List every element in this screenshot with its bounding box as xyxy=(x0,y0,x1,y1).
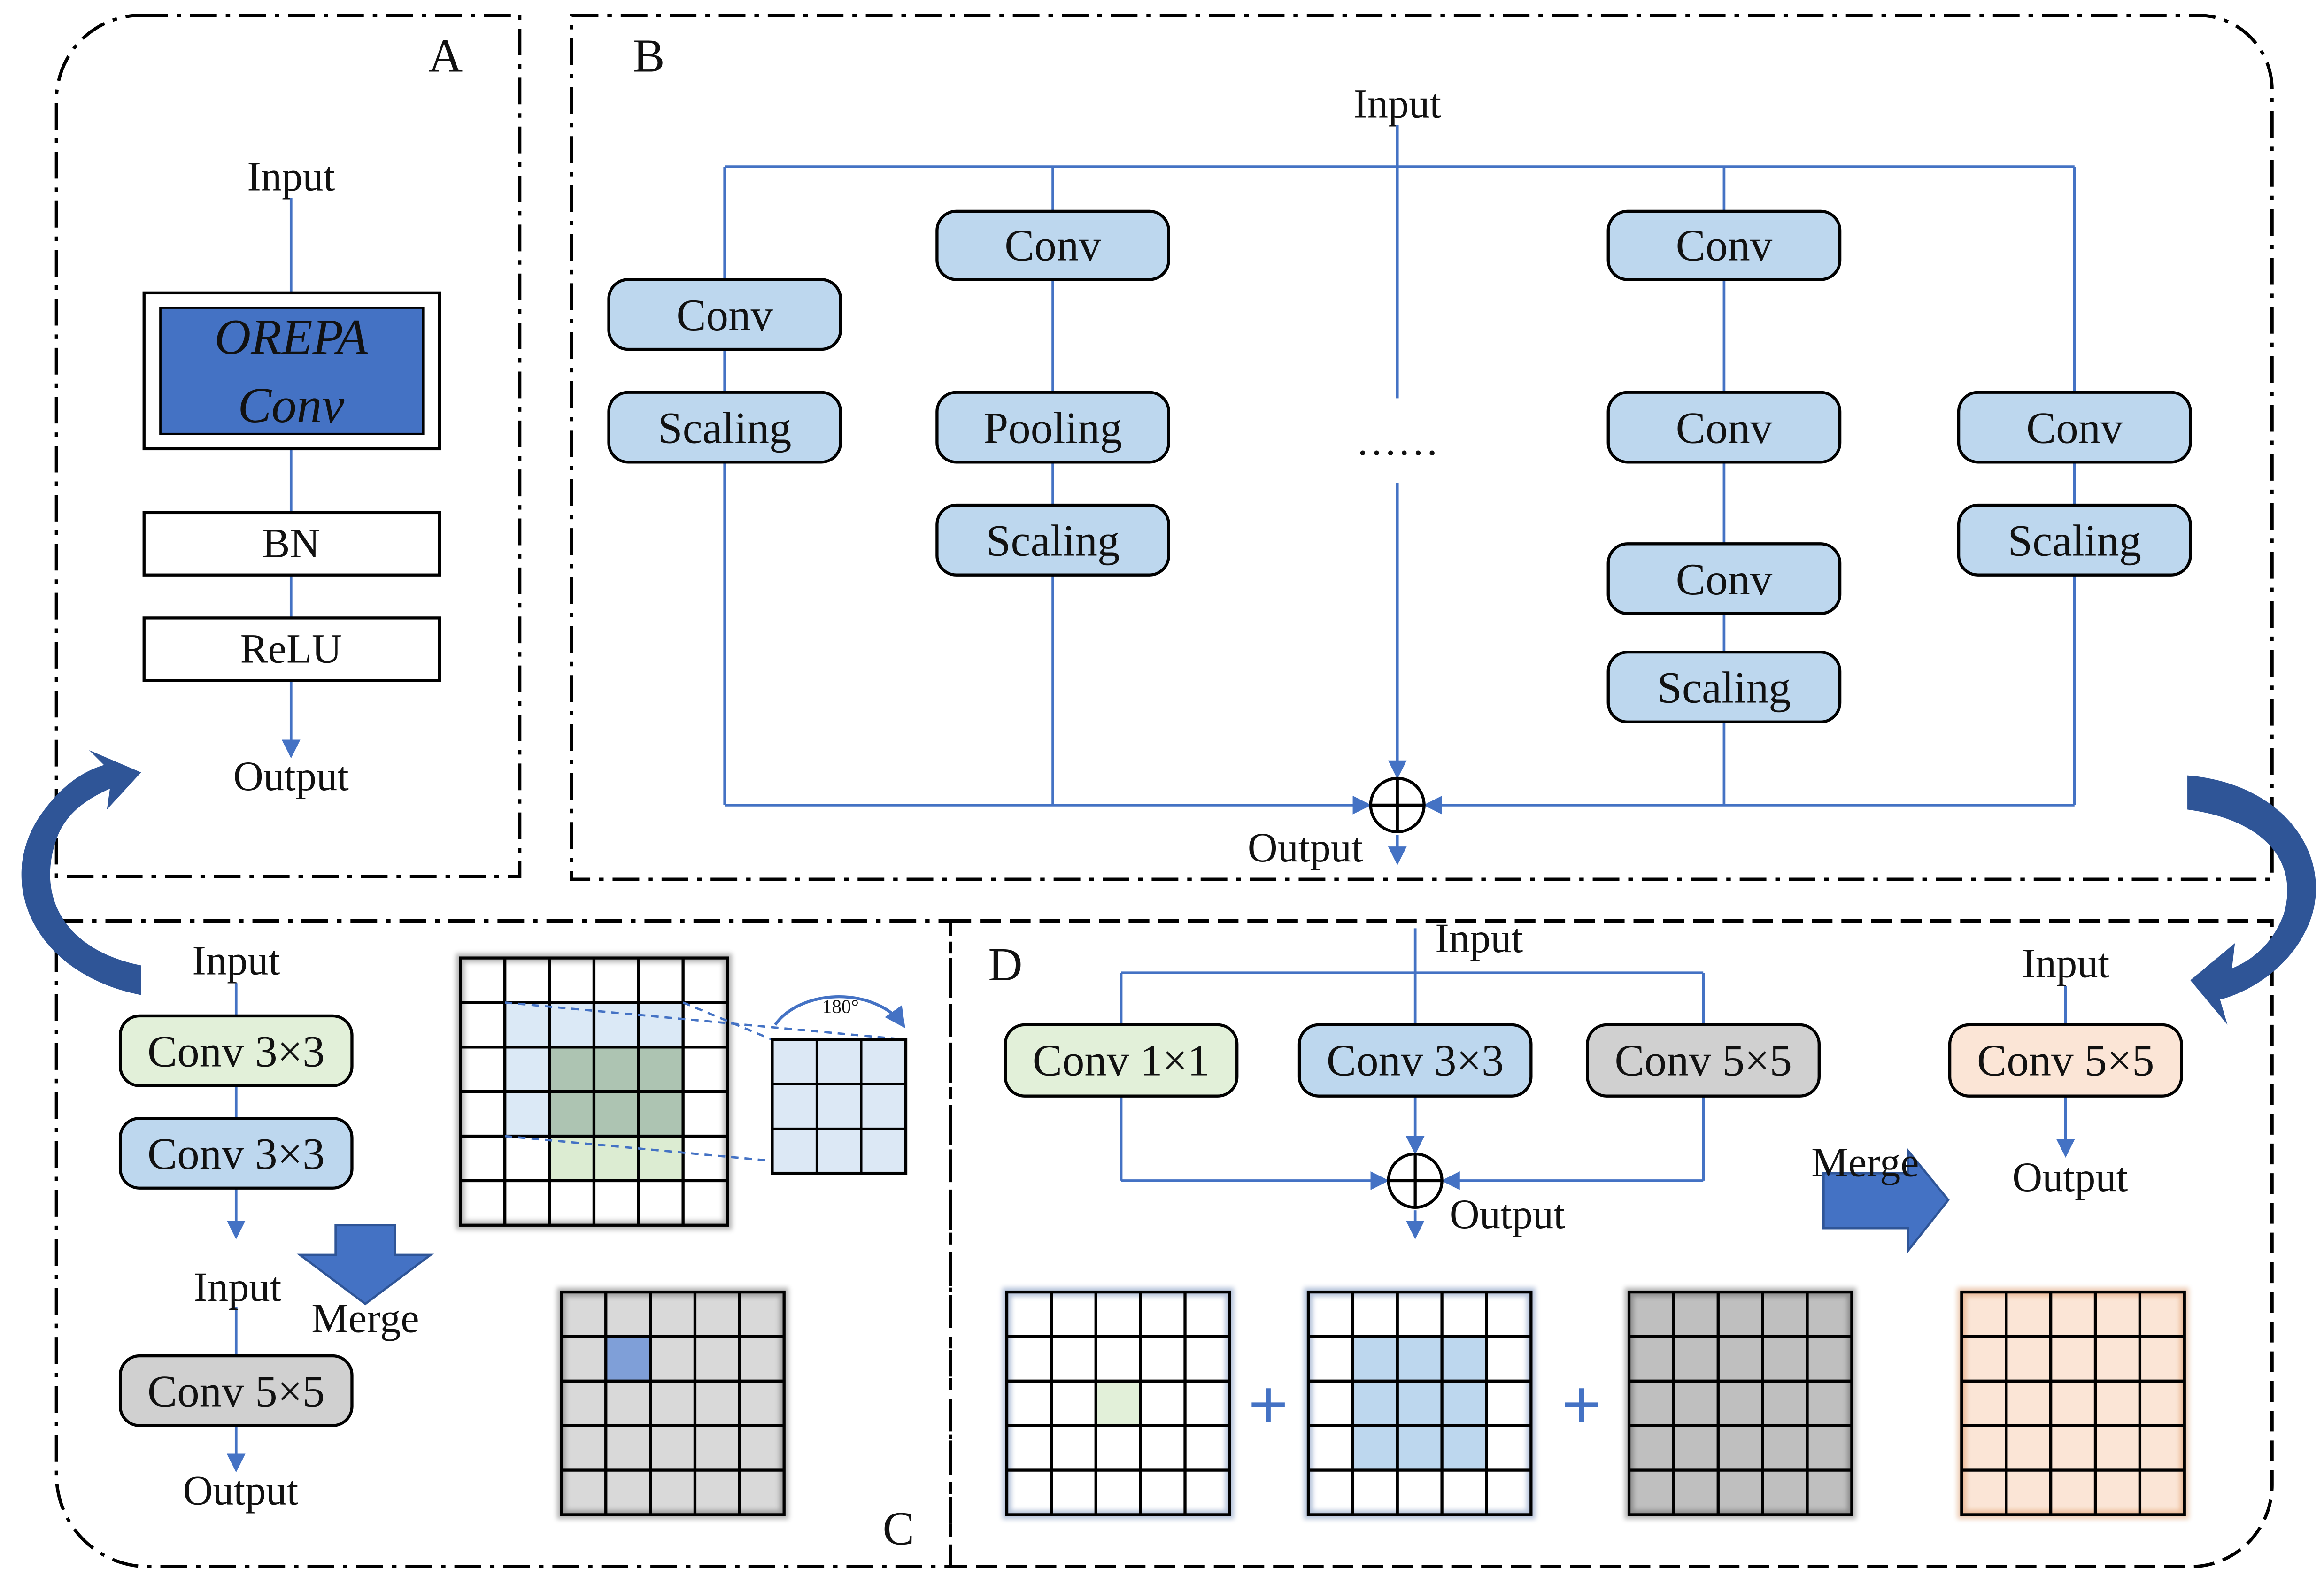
panel-d-output-right-label: Output xyxy=(2012,1154,2128,1200)
panel-d: D Input Conv 1×1 Conv 3×3 Conv 5×5 Out xyxy=(988,915,2189,1519)
panel-d-wires xyxy=(1120,928,2075,1239)
panel-c-output-label: Output xyxy=(183,1468,298,1514)
b2-scaling-label: Scaling xyxy=(986,516,1120,566)
sum-node-d xyxy=(1387,1152,1444,1209)
b5-conv-label: Conv xyxy=(2026,403,2123,453)
b4-conv3-label: Conv xyxy=(1676,554,1773,604)
b1-conv-box xyxy=(607,278,842,351)
b4-scaling-box xyxy=(1606,650,1842,723)
c-conv5-gray-box xyxy=(118,1354,354,1427)
panel-a-letter: A xyxy=(428,30,463,82)
plus-sign-2: + xyxy=(1561,1365,1602,1444)
panel-d-letter: D xyxy=(988,938,1022,991)
b4-conv1-box xyxy=(1606,209,1842,281)
plus-sign-1: + xyxy=(1248,1365,1289,1444)
d-conv1-box xyxy=(1004,1023,1239,1098)
panel-b-input-label: Input xyxy=(1353,81,1441,127)
b2-scaling-box xyxy=(935,503,1170,577)
d-conv1-label: Conv 1×1 xyxy=(1033,1035,1210,1085)
c-conv3-green-box xyxy=(118,1014,354,1087)
b2-pooling-box xyxy=(935,391,1170,464)
d-grid-1x1-padded xyxy=(1002,1287,1234,1519)
branch-ellipsis: …… xyxy=(1356,418,1439,464)
bn-label: BN xyxy=(262,521,320,567)
panel-a-output-label: Output xyxy=(233,753,349,800)
d-conv3-label: Conv 3×3 xyxy=(1327,1035,1504,1085)
panel-d-input-label: Input xyxy=(1435,915,1523,961)
panel-c: Input Conv 3×3 Conv 3×3 Input Merge Conv… xyxy=(118,938,914,1555)
panel-d-merge-label: Merge xyxy=(1811,1139,1919,1185)
b4-conv1-label: Conv xyxy=(1676,220,1773,270)
c-conv3-blue-label: Conv 3×3 xyxy=(147,1129,325,1179)
b5-scaling-box xyxy=(1957,503,2192,577)
transition-arrows xyxy=(21,750,2316,1025)
panel-c-border xyxy=(54,919,952,1568)
orepa-label-line1: OREPA xyxy=(215,309,369,365)
b1-scaling-label: Scaling xyxy=(658,403,792,453)
c-conv3-blue-box xyxy=(118,1116,354,1190)
d-conv5-box xyxy=(1586,1023,1821,1098)
panel-c-input-mid-label: Input xyxy=(194,1264,282,1310)
panel-a-border xyxy=(54,14,522,878)
merge-down-arrow xyxy=(296,1224,434,1306)
bn-box xyxy=(142,511,441,577)
c-conv5-gray-label: Conv 5×5 xyxy=(147,1367,325,1416)
d-grid-5x5-gray xyxy=(1624,1287,1856,1519)
b2-conv-box xyxy=(935,209,1170,281)
b1-conv-label: Conv xyxy=(676,290,773,340)
panel-a-input-label: Input xyxy=(247,154,335,200)
panel-d-border xyxy=(950,919,2274,1568)
panel-borders xyxy=(54,14,2274,1568)
c-merged-grid-5x5 xyxy=(556,1287,789,1519)
center-cell-highlight xyxy=(606,1336,651,1381)
d-grid-3x3-padded xyxy=(1304,1287,1536,1519)
relu-label: ReLU xyxy=(240,626,342,672)
c-kernel-3x3 xyxy=(771,1038,908,1175)
panel-d-output-label: Output xyxy=(1450,1192,1565,1238)
merge-right-arrow xyxy=(1822,1148,1950,1254)
relu-box xyxy=(142,616,441,682)
b5-conv-box xyxy=(1957,391,2192,464)
orepa-label-line2: Conv xyxy=(238,377,344,433)
panel-d-input-right-label: Input xyxy=(2022,941,2109,987)
panel-b-wires xyxy=(723,125,2076,866)
curved-arrow-b-to-d xyxy=(2187,775,2316,1025)
panel-b: B Input xyxy=(607,30,2192,871)
b4-conv3-box xyxy=(1606,542,1842,615)
d-conv5-label: Conv 5×5 xyxy=(1614,1035,1792,1085)
b4-scaling-label: Scaling xyxy=(1657,663,1791,713)
b2-pooling-label: Pooling xyxy=(983,403,1122,453)
c-conv3-green-label: Conv 3×3 xyxy=(147,1026,325,1076)
d-conv3-box xyxy=(1297,1023,1533,1098)
sum-node-b xyxy=(1369,776,1426,833)
rotation-arc-arrow xyxy=(774,995,905,1029)
c-feature-grid-6x6 xyxy=(456,953,733,1230)
panel-b-letter: B xyxy=(633,30,664,82)
b2-conv-label: Conv xyxy=(1004,220,1101,270)
b5-scaling-label: Scaling xyxy=(2007,516,2141,566)
panel-b-border xyxy=(570,14,2274,881)
panel-b-output-label: Output xyxy=(1248,825,1363,871)
b4-conv2-box xyxy=(1606,391,1842,464)
d-merged-conv5-label: Conv 5×5 xyxy=(1977,1035,2154,1085)
b4-conv2-label: Conv xyxy=(1676,403,1773,453)
panel-c-merge-label: Merge xyxy=(311,1295,419,1341)
panel-c-input-top-label: Input xyxy=(192,938,280,984)
d-grid-5x5-merged xyxy=(1957,1287,2189,1519)
curved-arrow-c-to-a xyxy=(21,750,141,995)
panel-a: A Input OREPA Conv BN ReLU Output xyxy=(142,30,463,800)
orepa-conv-box xyxy=(159,307,425,435)
b1-scaling-box xyxy=(607,391,842,464)
panel-c-letter: C xyxy=(882,1502,914,1555)
d-merged-conv5-box xyxy=(1948,1023,2183,1098)
rotation-label: 180° xyxy=(822,996,859,1017)
